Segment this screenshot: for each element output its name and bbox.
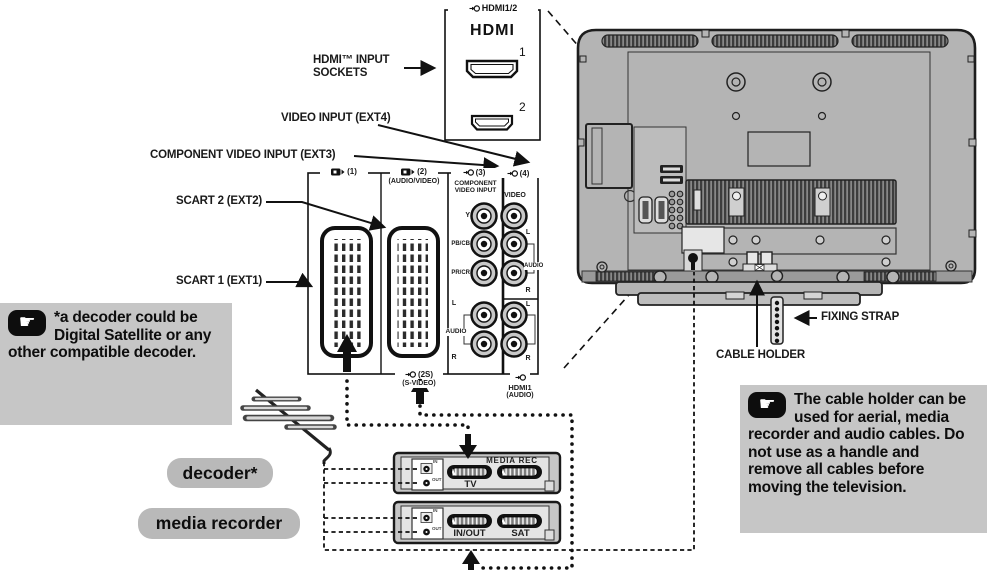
input-icon [515,374,526,381]
component-jacks [470,202,498,358]
decoder-note: ☛*a decoder could be Digital Satellite o… [0,303,232,425]
cable-holder-clamp [746,251,759,266]
jack-label-r3: R [451,354,457,361]
jack-label-y: Y [465,212,470,219]
panel-bottom-2s: (2S) [395,370,443,379]
panel-bottom-hdmi1-icon [510,373,530,382]
callout-scart2: SCART 2 (EXT2) [176,195,263,207]
decoder-media-rec-label: MEDIA REC [486,456,538,465]
jack-label-audio3: AUDIO [442,328,470,336]
jack-label-l4b: L [525,301,531,308]
aerial-icon [240,388,337,464]
panel-header-2: (2) [390,168,438,176]
jack-label-pbcb: PB/CB [451,241,470,247]
fixing-strap-graphic [770,296,784,345]
recorder-inout-label: IN/OUT [453,528,486,539]
input-icon [469,4,480,12]
cable-holder-area [681,226,725,254]
connector-panel-graphic [307,172,539,375]
callout-scart1: SCART 1 (EXT1) [176,275,263,287]
panel-header-3: (3) [451,168,497,177]
decoder-tv-scart [447,465,492,479]
av-icon [331,168,345,176]
video-jack-label: VIDEO [504,192,526,199]
hdmi-socket-1 [465,59,519,79]
panel-header-4: (4) [497,169,539,178]
panel-header-3-sub2: VIDEO INPUT [454,187,497,194]
panel-header-2-sub: (AUDIO/VIDEO) [388,178,440,185]
hdmi-socket-2-label: 2 [519,100,526,114]
input-icon [405,371,416,378]
input-icon [507,170,518,177]
video-audio-jacks [500,202,528,358]
av-icon [401,168,415,176]
decoder-media-rec-scart [497,465,542,479]
decoder-tv-label: TV [464,479,477,490]
cable-holder-note: ☛The cable holder can be used for aerial… [740,385,987,533]
media-recorder-pill: media recorder [138,508,300,539]
decoder-coax-out-label: OUT [432,477,442,482]
decoder-pill: decoder* [167,458,273,488]
panel-bottom-hdmi1: HDMI1 [508,383,532,392]
media-recorder-graphic [392,500,562,545]
hdmi-panel-graphic [444,9,541,141]
jack-label-l3: L [451,300,457,307]
tv-back-graphic [576,28,977,345]
callout-component-input: COMPONENT VIDEO INPUT (EXT3) [150,149,336,161]
jack-label-l4: L [525,229,531,236]
recorder-coax-in-label: IN [433,508,438,513]
pointer-hand-icon: ☛ [8,310,46,336]
hdmi-socket-1-label: 1 [519,45,526,59]
panel-header-3-sub1: COMPONENT [454,180,497,187]
callout-arrows [266,60,817,347]
panel-bottom-svideo: (S-VIDEO) [390,380,448,388]
recorder-inout-scart [447,514,492,528]
hdmi-logo: HDMI [470,22,515,39]
panel-bottom-hdmi1-audio: (AUDIO) [506,392,534,399]
jack-label-r4b: R [525,355,531,362]
recorder-sat-label: SAT [511,528,530,539]
callout-hdmi-sockets: HDMI™ INPUT SOCKETS [313,54,390,79]
recorder-sat-scart [497,514,542,528]
recorder-coax-out-label: OUT [432,526,442,531]
scart1-connector [320,226,373,358]
scart2-connector [387,226,440,358]
input-icon [463,169,474,176]
tv-aerial-socket [688,253,698,263]
aerial-cable-routes [323,272,695,551]
hdmi-socket-2 [470,114,514,131]
hdmi-panel-top-label: HDMI1/2 [448,3,538,13]
jack-label-audio4: AUDIO [524,262,544,270]
callout-fixing-strap: FIXING STRAP [821,311,900,323]
panel-header-1: (1) [320,168,368,176]
pointer-hand-icon: ☛ [748,392,786,418]
decoder-graphic [392,451,562,495]
callout-video-input: VIDEO INPUT (EXT4) [281,112,391,124]
jack-label-r4: R [525,287,531,294]
scart-cable-routes [345,379,574,570]
jack-label-prcr: PR/CR [451,270,470,276]
callout-cable-holder: CABLE HOLDER [716,349,805,361]
decoder-coax-in-label: IN [433,459,438,464]
